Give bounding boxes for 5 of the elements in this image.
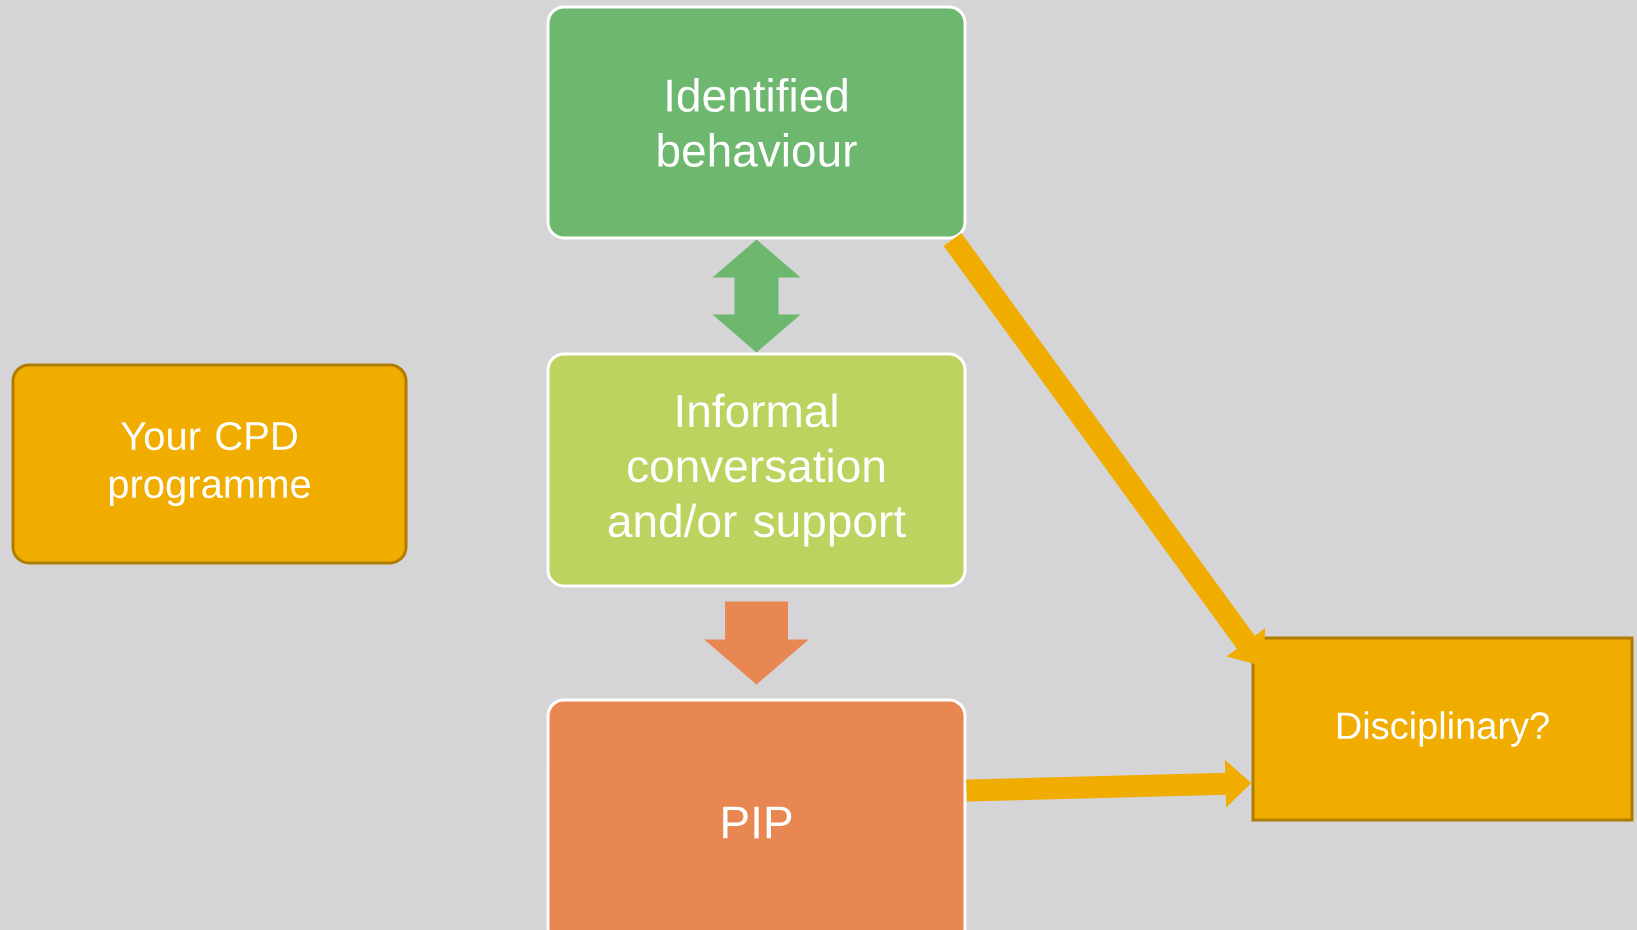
process-box: Your CPD programme — [11, 363, 408, 565]
outcome-box: Disciplinary? — [1251, 636, 1634, 822]
process-box: PIP — [546, 698, 967, 930]
process-box: Informal conversation and/or support — [546, 352, 967, 588]
identified-box: Identified behaviour — [546, 5, 967, 240]
